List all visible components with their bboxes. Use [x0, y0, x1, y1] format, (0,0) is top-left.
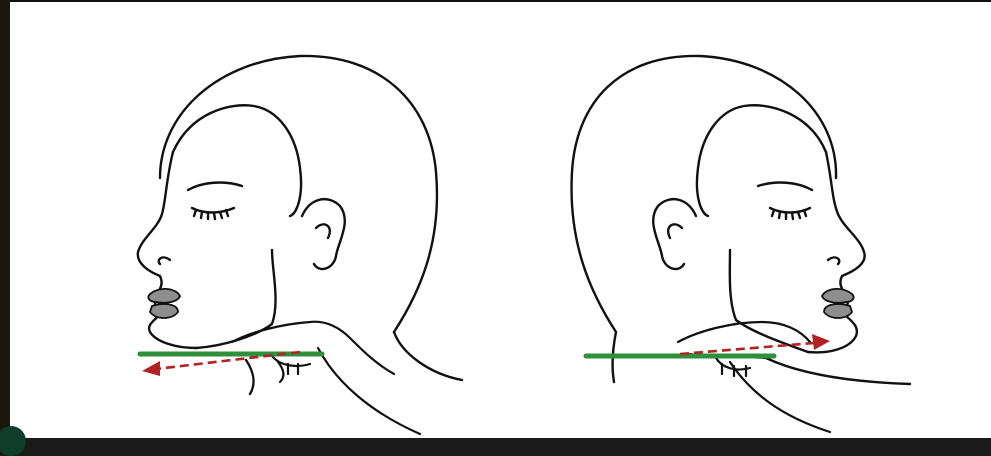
right-eyebrow	[758, 183, 812, 190]
left-lips-icon	[148, 289, 180, 318]
right-arrow-shaft	[680, 343, 814, 354]
right-nostril	[828, 257, 839, 264]
illustration-frame	[10, 2, 991, 438]
corner-badge	[0, 426, 26, 456]
right-hand-icon	[678, 322, 830, 432]
right-neck-front	[766, 358, 910, 384]
left-hand-icon	[232, 322, 420, 434]
right-ear-icon	[653, 199, 696, 269]
left-head-outline-icon	[160, 56, 437, 332]
left-border	[0, 0, 10, 439]
right-head-outline-icon	[572, 56, 837, 332]
left-profile	[138, 56, 462, 394]
illustration-svg	[10, 2, 991, 438]
right-arrow-icon	[812, 334, 830, 350]
left-eyebrow	[188, 183, 242, 190]
left-neck-front	[246, 360, 253, 394]
right-face-profile	[808, 152, 865, 352]
left-jaw	[196, 250, 276, 348]
left-nostril	[159, 257, 170, 264]
right-hairline	[697, 105, 826, 216]
left-hairline	[173, 105, 301, 216]
left-neck-back	[394, 332, 462, 380]
right-jaw	[730, 250, 808, 352]
left-ear-icon	[302, 199, 345, 269]
left-arrow-icon	[142, 361, 160, 376]
right-profile	[572, 56, 910, 384]
